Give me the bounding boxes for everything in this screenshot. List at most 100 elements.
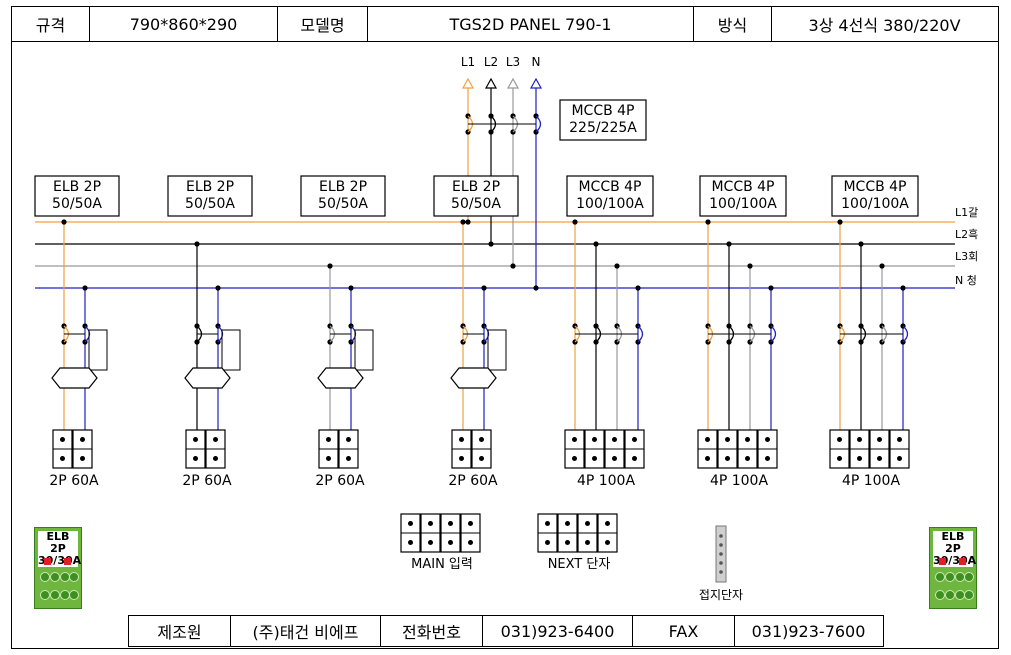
terminal-screw bbox=[877, 437, 882, 442]
screw-icon bbox=[69, 572, 79, 582]
bus-junction bbox=[900, 285, 906, 291]
mccb-label-line1: MCCB 4P bbox=[578, 179, 641, 195]
terminal-block-cell bbox=[737, 429, 758, 469]
terminal-screw bbox=[605, 540, 610, 545]
terminal-screw bbox=[193, 437, 198, 442]
elb-label bbox=[34, 175, 120, 217]
terminal-screw bbox=[897, 456, 902, 461]
terminal-screw bbox=[459, 456, 464, 461]
bus-junction bbox=[510, 263, 516, 269]
footer-table: 제조원 (주)태건 비에프 전화번호 031)923-6400 FAX 031)… bbox=[128, 615, 884, 647]
terminal-block-cell bbox=[604, 429, 625, 469]
mccb-label bbox=[566, 175, 654, 217]
screw-icon bbox=[935, 590, 945, 600]
zct-sensor bbox=[317, 367, 364, 389]
ground-label: 접지단자 bbox=[699, 588, 743, 602]
elb-label-line2: 50/50A bbox=[451, 196, 501, 212]
screw-icon bbox=[50, 590, 60, 600]
terminal-screw bbox=[448, 540, 453, 545]
elb-label bbox=[433, 175, 519, 217]
terminal-screw bbox=[80, 456, 85, 461]
terminal-block-cell bbox=[451, 429, 472, 469]
terminal-block-cell bbox=[829, 429, 850, 469]
source-label: L3 bbox=[506, 55, 520, 69]
terminal-screw bbox=[428, 540, 433, 545]
source-arrow bbox=[506, 77, 520, 89]
screw-icon bbox=[40, 590, 50, 600]
terminal-block-cell bbox=[185, 429, 206, 469]
terminal-screw bbox=[632, 437, 637, 442]
main-input-block-cell bbox=[420, 513, 441, 553]
terminal-screw bbox=[897, 437, 902, 442]
main-input-block-cell bbox=[460, 513, 481, 553]
spec-value: 790*860*290 bbox=[90, 7, 278, 41]
terminal-screw bbox=[877, 456, 882, 461]
terminal-block-cell bbox=[564, 429, 585, 469]
screw-icon bbox=[50, 572, 60, 582]
bus-junction bbox=[593, 241, 599, 247]
terminal-block-cell bbox=[471, 429, 492, 469]
terminal-screw bbox=[572, 456, 577, 461]
bus-junction bbox=[879, 263, 885, 269]
terminal-screw bbox=[572, 437, 577, 442]
terminal-screw bbox=[213, 456, 218, 461]
phone-label: 전화번호 bbox=[381, 616, 483, 646]
terminal-block-cell bbox=[697, 429, 718, 469]
bus-junction bbox=[572, 219, 578, 225]
bus-junction bbox=[82, 285, 88, 291]
elb-badge-right: ELB 2P 30/30A bbox=[929, 527, 977, 609]
screw-icon bbox=[40, 572, 50, 582]
bus-junction bbox=[726, 241, 732, 247]
terminal-screw bbox=[857, 456, 862, 461]
drawing-frame bbox=[11, 6, 999, 649]
elb-label-line1: ELB 2P bbox=[186, 179, 234, 195]
source-label: N bbox=[532, 55, 541, 69]
terminal-block-cell bbox=[205, 429, 226, 469]
terminal-screw bbox=[545, 521, 550, 526]
ground-screw bbox=[719, 561, 723, 565]
main-input-block-cell bbox=[440, 513, 461, 553]
terminal-screw bbox=[605, 521, 610, 526]
terminal-screw bbox=[705, 437, 710, 442]
mccb-label-line1: MCCB 4P bbox=[843, 179, 906, 195]
bus-junction bbox=[858, 241, 864, 247]
maker-value: (주)태건 비에프 bbox=[231, 616, 381, 646]
terminal-block-cell bbox=[72, 429, 93, 469]
terminal-label: 4P 100A bbox=[710, 473, 769, 489]
terminal-screw bbox=[765, 456, 770, 461]
terminal-block-cell bbox=[624, 429, 645, 469]
bus-junction bbox=[614, 263, 620, 269]
ground-screw bbox=[719, 570, 723, 574]
elb-badge-left: ELB 2P 30/30A bbox=[34, 527, 82, 609]
terminal-screw bbox=[448, 521, 453, 526]
terminal-screw bbox=[592, 456, 597, 461]
main-breaker-label-line2: 225/225A bbox=[569, 120, 637, 136]
mccb-label bbox=[831, 175, 919, 217]
elb-test-loop bbox=[354, 329, 374, 371]
source-arrow bbox=[484, 77, 498, 89]
main-input-label: MAIN 입력 bbox=[411, 557, 473, 572]
elb-label-line1: ELB 2P bbox=[53, 179, 101, 195]
terminal-screw bbox=[213, 437, 218, 442]
terminal-screw bbox=[60, 456, 65, 461]
bus-label: L3회 bbox=[955, 250, 978, 263]
elb-label bbox=[300, 175, 386, 217]
terminal-block-cell bbox=[889, 429, 910, 469]
terminal-screw bbox=[592, 437, 597, 442]
terminal-screw bbox=[612, 437, 617, 442]
bus-junction bbox=[533, 285, 539, 291]
terminal-screw bbox=[326, 437, 331, 442]
terminal-screw bbox=[346, 437, 351, 442]
elb-badge-right-line1: ELB 2P bbox=[933, 531, 973, 555]
elb-badge-left-line1: ELB 2P bbox=[38, 531, 78, 555]
bus-junction bbox=[488, 241, 494, 247]
terminal-label: 4P 100A bbox=[842, 473, 901, 489]
terminal-screw bbox=[326, 456, 331, 461]
screw-icon bbox=[964, 572, 974, 582]
terminal-block-cell bbox=[757, 429, 778, 469]
elb-label-line2: 50/50A bbox=[52, 196, 102, 212]
elb-label-line2: 50/50A bbox=[185, 196, 235, 212]
terminal-screw bbox=[468, 540, 473, 545]
terminal-screw bbox=[193, 456, 198, 461]
